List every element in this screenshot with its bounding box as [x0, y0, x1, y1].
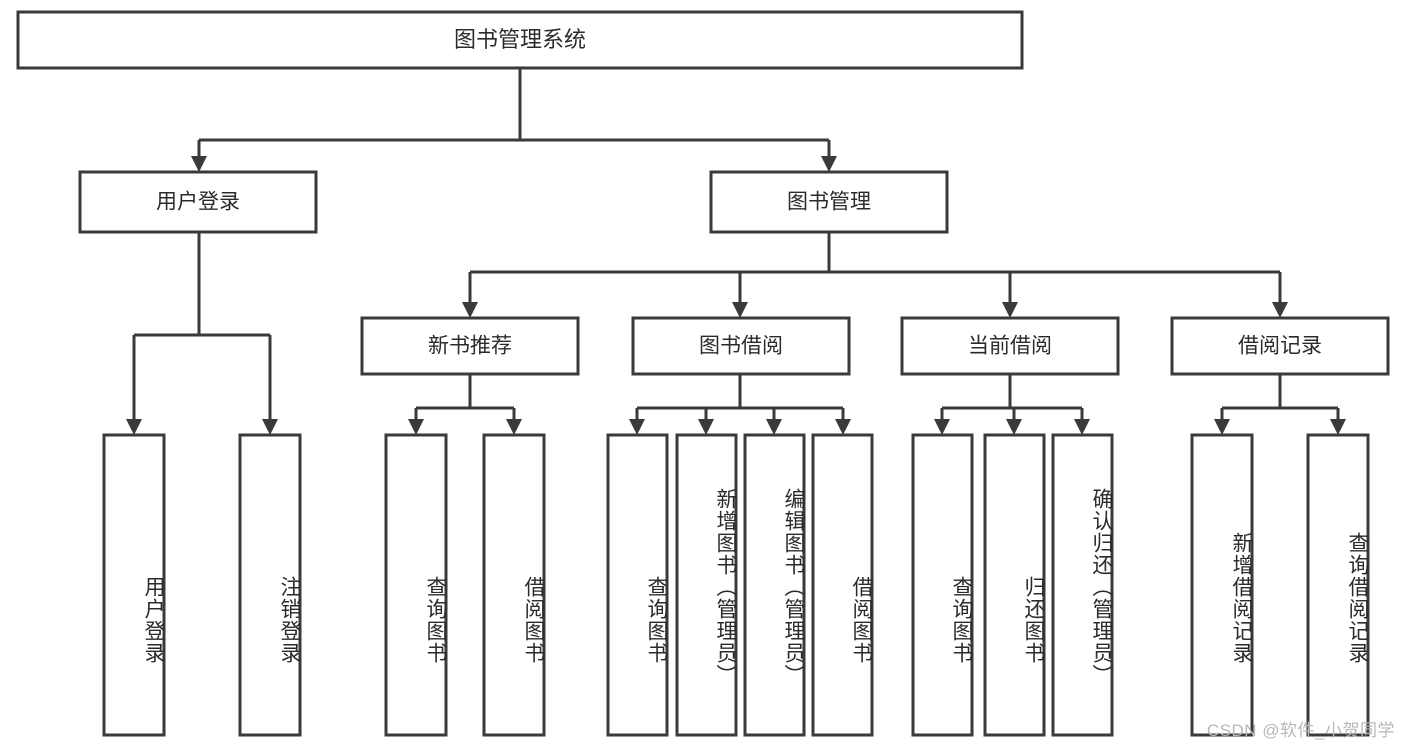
node-borrow-record-box[interactable] — [1170, 316, 1390, 376]
arrow-head-icon — [1074, 419, 1090, 435]
arrow-head-icon — [126, 419, 142, 435]
node-new-book-recommend-label: 新书推荐 — [428, 335, 512, 358]
node-user-login-box[interactable] — [78, 170, 318, 234]
leaf-user-login-box[interactable] — [102, 433, 166, 737]
connector-userlogin-to-leaves — [126, 232, 278, 435]
leaf-query-book-current-box[interactable] — [911, 433, 974, 737]
arrow-head-icon — [506, 419, 522, 435]
connector-path — [468, 232, 1282, 304]
node-root-label: 图书管理系统 — [454, 27, 586, 52]
leaf-return-book-box[interactable] — [983, 433, 1046, 737]
node-book-borrow-label: 图书借阅 — [699, 335, 783, 358]
watermark-text: CSDN @软件_小贺同学 — [1206, 721, 1395, 740]
connector-newbook-to-leaves — [408, 374, 522, 435]
leaf-query-book-borrow-box[interactable] — [606, 433, 669, 737]
arrow-head-icon — [1002, 302, 1018, 318]
connector-path — [635, 374, 845, 421]
leaf-add-borrow-record-box[interactable] — [1190, 433, 1254, 737]
connector-borrowrecord-to-leaves — [1214, 374, 1346, 435]
leaf-boxes — [102, 433, 1370, 737]
arrow-head-icon — [262, 419, 278, 435]
arrow-head-icon — [698, 419, 714, 435]
node-book-manage-box[interactable] — [709, 170, 949, 234]
connector-root-to-level2 — [191, 68, 837, 172]
leaf-edit-book-box[interactable] — [743, 433, 806, 737]
arrow-head-icon — [766, 419, 782, 435]
node-borrow-record-label: 借阅记录 — [1238, 335, 1322, 358]
leaf-logout-box[interactable] — [238, 433, 302, 737]
node-current-borrow-label: 当前借阅 — [968, 335, 1052, 358]
arrow-head-icon — [1214, 419, 1230, 435]
connector-path — [414, 374, 516, 421]
node-user-login[interactable]: 用户登录 — [78, 170, 318, 234]
arrow-head-icon — [732, 302, 748, 318]
arrow-head-icon — [1330, 419, 1346, 435]
node-book-manage-label: 图书管理 — [787, 191, 871, 214]
node-user-login-label: 用户登录 — [156, 191, 240, 214]
leaf-query-book-recommend-box[interactable] — [384, 433, 448, 737]
connector-currentborrow-to-leaves — [934, 374, 1090, 435]
node-new-book-recommend[interactable]: 新书推荐 — [360, 316, 580, 376]
node-book-manage[interactable]: 图书管理 — [709, 170, 949, 234]
leaf-add-book-box[interactable] — [675, 433, 738, 737]
arrow-head-icon — [191, 156, 207, 172]
node-current-borrow[interactable]: 当前借阅 — [900, 316, 1120, 376]
node-root[interactable]: 图书管理系统 — [16, 10, 1024, 70]
node-root-box[interactable] — [16, 10, 1024, 70]
connector-path — [197, 68, 831, 158]
connector-bookborrow-to-leaves — [629, 374, 851, 435]
connector-path — [132, 232, 272, 421]
arrow-head-icon — [835, 419, 851, 435]
node-book-borrow[interactable]: 图书借阅 — [631, 316, 851, 376]
connector-path — [940, 374, 1084, 421]
node-book-borrow-box[interactable] — [631, 316, 851, 376]
arrow-head-icon — [629, 419, 645, 435]
arrow-head-icon — [821, 156, 837, 172]
node-current-borrow-box[interactable] — [900, 316, 1120, 376]
connector-path — [1220, 374, 1340, 421]
leaf-query-borrow-record-box[interactable] — [1306, 433, 1370, 737]
arrow-head-icon — [462, 302, 478, 318]
arrow-head-icon — [1272, 302, 1288, 318]
leaf-confirm-return-box[interactable] — [1051, 433, 1114, 737]
arrow-head-icon — [1006, 419, 1022, 435]
connector-bookmanage-to-level3 — [462, 232, 1288, 318]
arrow-head-icon — [408, 419, 424, 435]
leaf-borrow-book-recommend-box[interactable] — [482, 433, 546, 737]
node-new-book-recommend-box[interactable] — [360, 316, 580, 376]
arrow-head-icon — [934, 419, 950, 435]
node-borrow-record[interactable]: 借阅记录 — [1170, 316, 1390, 376]
leaf-borrow-book-box[interactable] — [811, 433, 874, 737]
